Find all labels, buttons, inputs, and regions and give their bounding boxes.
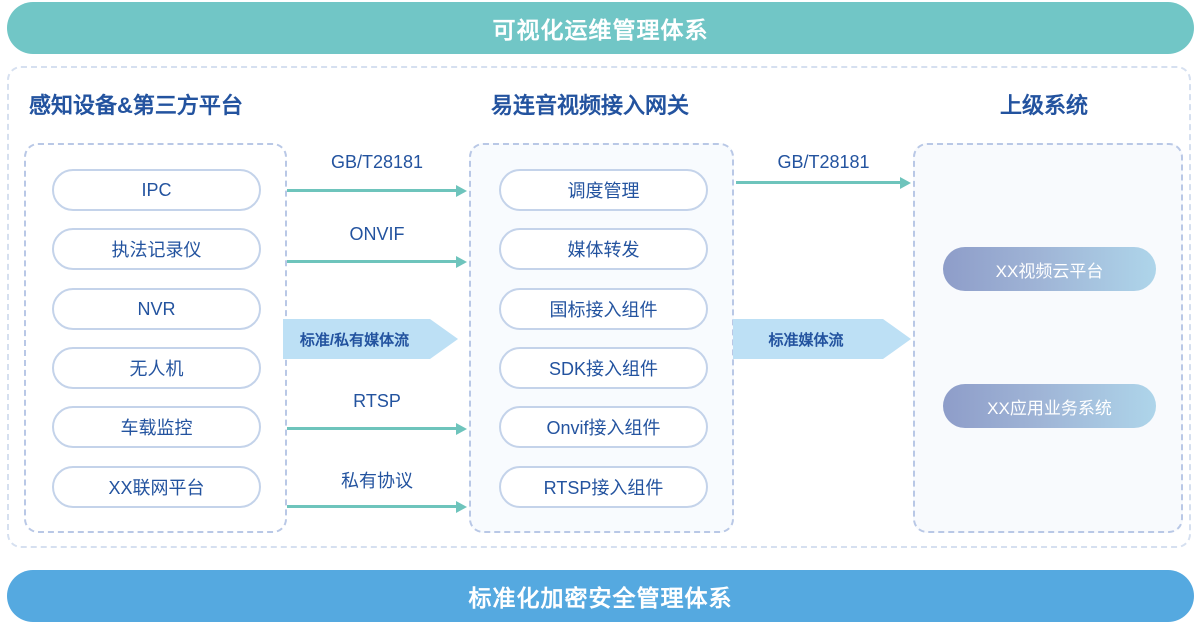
gateway-item-sdk-access-component[interactable]: SDK接入组件 bbox=[499, 347, 708, 389]
block-arrow-head-icon bbox=[430, 319, 458, 359]
block-arrow-label: 标准/私有媒体流 bbox=[299, 331, 410, 349]
connector-label-private-protocol: 私有协议 bbox=[341, 471, 413, 491]
connector-arrow-gbt28181-left bbox=[287, 185, 467, 197]
connector-label-gbt28181-left: GB/T28181 bbox=[330, 152, 424, 172]
connector-label-onvif: ONVIF bbox=[349, 224, 405, 244]
device-item-law-enforcement-recorder[interactable]: 执法记录仪 bbox=[52, 228, 261, 270]
device-item-nvr[interactable]: NVR bbox=[52, 288, 261, 330]
diagram-outer-panel bbox=[7, 66, 1191, 548]
gateway-item-rtsp-access-component[interactable]: RTSP接入组件 bbox=[499, 466, 708, 508]
column-header-right: 上级系统 bbox=[1000, 93, 1089, 118]
arrow-line bbox=[736, 181, 901, 184]
block-arrow-head-icon bbox=[883, 319, 911, 359]
connector-label-rtsp: RTSP bbox=[353, 391, 401, 411]
system-item-video-cloud-platform[interactable]: XX视频云平台 bbox=[943, 247, 1156, 291]
device-item-xx-network-platform[interactable]: XX联网平台 bbox=[52, 466, 261, 508]
block-arrow-standard-media-stream: 标准媒体流 bbox=[733, 319, 911, 359]
top-banner-label: 可视化运维管理体系 bbox=[492, 17, 709, 43]
right-column-container: XX视频云平台 XX应用业务系统 bbox=[913, 143, 1183, 533]
arrow-head-icon bbox=[900, 177, 911, 189]
device-item-drone[interactable]: 无人机 bbox=[52, 347, 261, 389]
device-item-vehicle-monitoring[interactable]: 车载监控 bbox=[52, 406, 261, 448]
arrow-head-icon bbox=[456, 501, 467, 513]
left-column-container: IPC 执法记录仪 NVR 无人机 车载监控 XX联网平台 bbox=[24, 143, 287, 533]
system-item-application-business-system[interactable]: XX应用业务系统 bbox=[943, 384, 1156, 428]
arrow-head-icon bbox=[456, 185, 467, 197]
middle-column-container: 调度管理 媒体转发 国标接入组件 SDK接入组件 Onvif接入组件 RTSP接… bbox=[469, 143, 734, 533]
column-header-middle: 易连音视频接入网关 bbox=[491, 93, 690, 118]
arrow-head-icon bbox=[456, 423, 467, 435]
connector-arrow-onvif bbox=[287, 256, 467, 268]
arrow-head-icon bbox=[456, 256, 467, 268]
gateway-item-onvif-access-component[interactable]: Onvif接入组件 bbox=[499, 406, 708, 448]
gateway-item-dispatch-management[interactable]: 调度管理 bbox=[499, 169, 708, 211]
block-arrow-body: 标准/私有媒体流 bbox=[283, 319, 430, 359]
gateway-item-media-forwarding[interactable]: 媒体转发 bbox=[499, 228, 708, 270]
block-arrow-label: 标准媒体流 bbox=[768, 331, 844, 349]
connector-label-gbt28181-right: GB/T28181 bbox=[777, 152, 870, 172]
arrow-line bbox=[287, 505, 457, 508]
device-item-ipc[interactable]: IPC bbox=[52, 169, 261, 211]
column-header-left: 感知设备&第三方平台 bbox=[29, 93, 243, 118]
bottom-banner-label: 标准化加密安全管理体系 bbox=[468, 585, 733, 611]
arrow-line bbox=[287, 260, 457, 263]
arrow-line bbox=[287, 189, 457, 192]
connector-arrow-rtsp bbox=[287, 423, 467, 435]
bottom-banner: 标准化加密安全管理体系 bbox=[7, 570, 1194, 622]
block-arrow-body: 标准媒体流 bbox=[733, 319, 883, 359]
gateway-item-gb-access-component[interactable]: 国标接入组件 bbox=[499, 288, 708, 330]
connector-arrow-private-protocol bbox=[287, 501, 467, 513]
block-arrow-standard-private-media-stream: 标准/私有媒体流 bbox=[283, 319, 458, 359]
arrow-line bbox=[287, 427, 457, 430]
top-banner: 可视化运维管理体系 bbox=[7, 2, 1194, 54]
connector-arrow-gbt28181-right bbox=[736, 177, 911, 189]
